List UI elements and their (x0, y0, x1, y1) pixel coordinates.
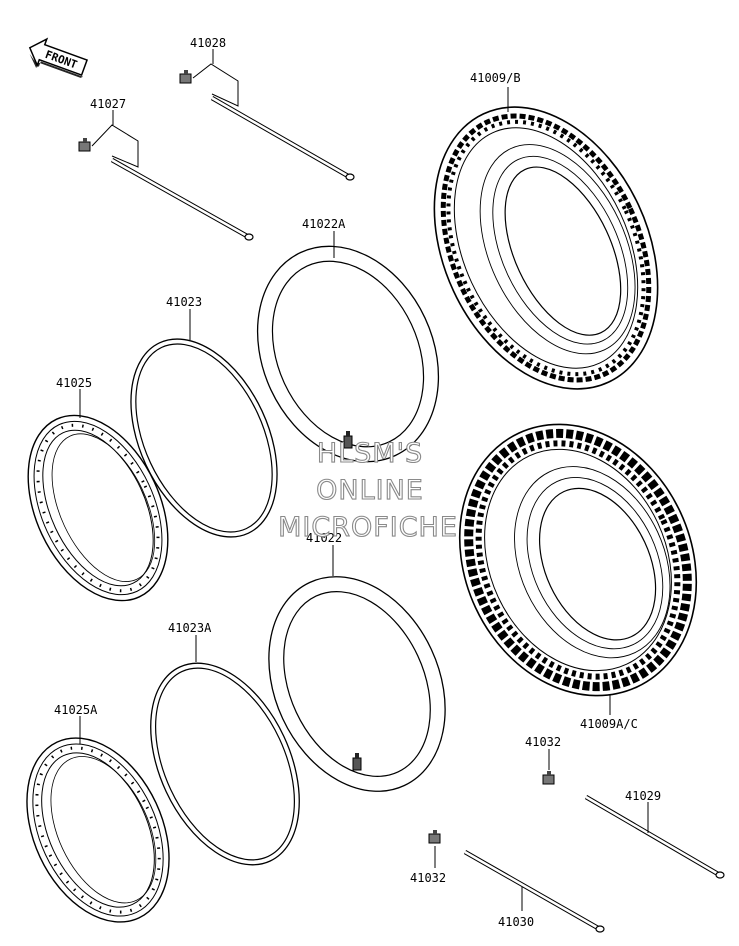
label-41022a: 41022A (302, 217, 346, 231)
spoke-41030[interactable] (463, 850, 605, 933)
label-41025: 41025 (56, 376, 92, 390)
label-41032-lower: 41032 (410, 871, 446, 885)
spoke-41027[interactable] (110, 158, 254, 241)
tire-41009b[interactable] (391, 71, 701, 425)
label-41025a: 41025A (54, 703, 98, 717)
label-41028: 41028 (190, 36, 226, 50)
rim-41025[interactable] (0, 393, 195, 623)
nipple-41028[interactable] (179, 70, 192, 84)
leader-41027 (91, 110, 139, 168)
label-41032-upper: 41032 (525, 735, 561, 749)
watermark: HLSM'S ONLINE MICROFICHE (278, 437, 458, 543)
label-41023: 41023 (166, 295, 202, 309)
watermark-line-3: MICROFICHE (278, 512, 458, 543)
rim-band-41023a[interactable] (121, 640, 329, 889)
spoke-41028[interactable] (210, 96, 355, 181)
nipple-41032-lower[interactable] (428, 830, 441, 844)
tube-41022a[interactable] (224, 217, 473, 492)
rim-41025a[interactable] (0, 715, 197, 945)
watermark-line-2: ONLINE (316, 475, 424, 506)
label-41009ac: 41009A/C (580, 717, 638, 731)
label-41027: 41027 (90, 97, 126, 111)
label-41029: 41029 (625, 789, 661, 803)
leader-41028 (192, 49, 239, 107)
label-41023a: 41023A (168, 621, 212, 635)
front-arrow-icon: FRONT (28, 37, 89, 78)
tube-41022[interactable] (235, 548, 478, 820)
label-41009b: 41009/B (470, 71, 521, 85)
nipple-41032-upper[interactable] (542, 771, 555, 785)
label-41022: 41022 (306, 531, 342, 545)
nipple-41027[interactable] (78, 138, 91, 152)
tire-41009ac[interactable] (416, 385, 739, 734)
label-41030: 41030 (498, 915, 534, 929)
valve-41022[interactable] (352, 753, 362, 771)
spoke-41029[interactable] (584, 795, 725, 879)
watermark-line-1: HLSM'S (317, 438, 423, 469)
valve-41022a[interactable] (343, 431, 353, 449)
